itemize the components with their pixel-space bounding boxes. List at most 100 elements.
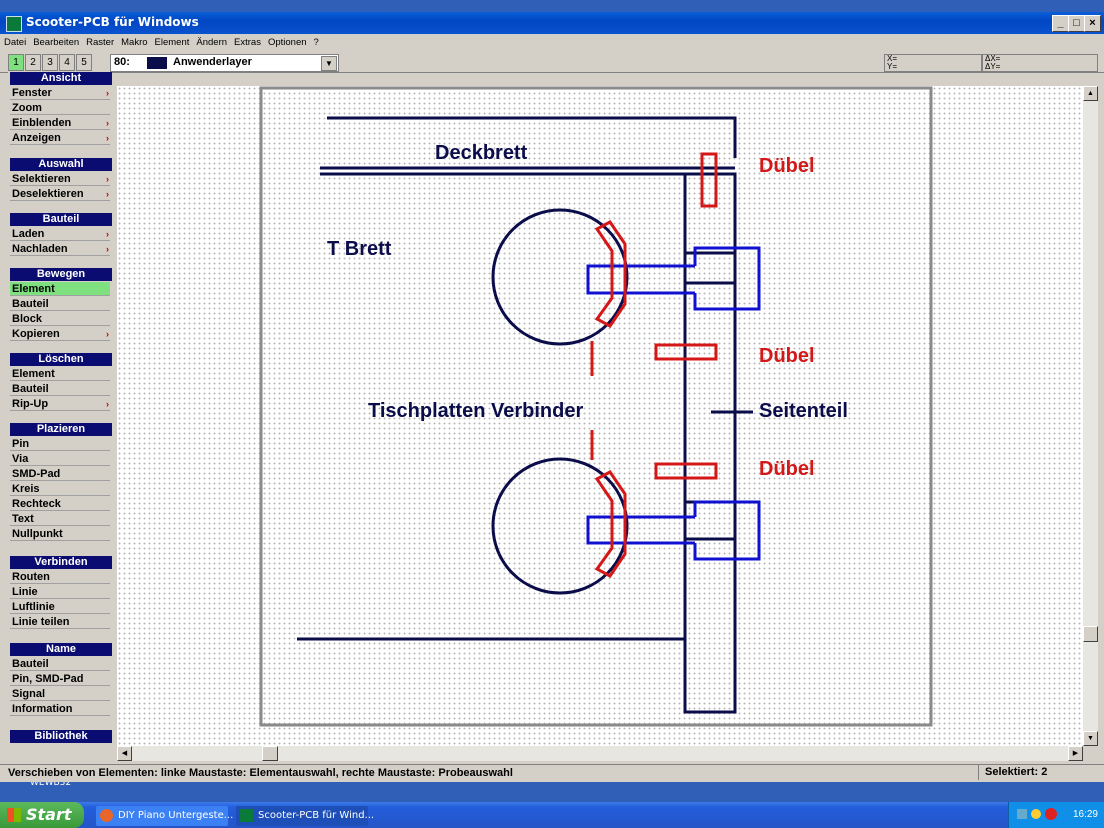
- desktop-icon-label[interactable]: WEWB32: [30, 778, 72, 788]
- cmd-information[interactable]: Information: [10, 702, 110, 716]
- label-seitenteil: Seitenteil: [759, 400, 848, 422]
- cmd-nachladen-label: Nachladen: [12, 243, 68, 255]
- cmd-text[interactable]: Text: [10, 512, 110, 526]
- layer-color-swatch: [147, 57, 167, 69]
- layer-select[interactable]: 80: Anwenderlayer ▼: [110, 54, 339, 72]
- cmd-move-bauteil[interactable]: Bauteil: [10, 297, 110, 311]
- cmd-selektieren[interactable]: Selektieren›: [10, 172, 110, 186]
- hscroll-thumb[interactable]: [262, 746, 278, 761]
- cmd-block[interactable]: Block: [10, 312, 110, 326]
- network-icon[interactable]: [1017, 809, 1027, 819]
- cmd-deselektieren-label: Deselektieren: [12, 188, 84, 200]
- menu-datei[interactable]: Datei: [4, 37, 27, 48]
- menu-extras[interactable]: Extras: [234, 37, 261, 48]
- cmd-name-pin-smd[interactable]: Pin, SMD-Pad: [10, 672, 110, 686]
- y-label: Y=: [887, 62, 898, 71]
- chevron-down-icon[interactable]: ▼: [321, 56, 337, 71]
- bolt-bottom-head: [693, 500, 761, 561]
- submenu-arrow-icon: ›: [106, 189, 109, 199]
- selection-count: Selektiert: 2: [978, 765, 1078, 780]
- tab-5[interactable]: 5: [76, 54, 92, 71]
- taskbar-item-browser[interactable]: DIY Piano Untergeste...: [96, 806, 233, 826]
- submenu-arrow-icon: ›: [106, 133, 109, 143]
- menu-raster[interactable]: Raster: [86, 37, 115, 48]
- cmd-delete-bauteil[interactable]: Bauteil: [10, 382, 110, 396]
- cmd-rechteck[interactable]: Rechteck: [10, 497, 110, 511]
- menu-bearbeiten[interactable]: Bearbeiten: [33, 37, 80, 48]
- menu-element[interactable]: Element: [154, 37, 190, 48]
- cmd-deselektieren[interactable]: Deselektieren ›: [10, 187, 110, 201]
- scroll-right-icon[interactable]: ▶: [1068, 746, 1083, 761]
- cmd-signal[interactable]: Signal: [10, 687, 110, 701]
- cmd-routen[interactable]: Routen: [10, 570, 110, 584]
- app-icon: [6, 16, 22, 32]
- scroll-up-icon[interactable]: ▲: [1083, 86, 1098, 101]
- section-name: Name: [10, 643, 112, 656]
- app-window: Scooter-PCB für Windows _ □ × Datei Bearb…: [0, 12, 1104, 782]
- x-label: X=: [887, 54, 898, 63]
- cmd-kreis[interactable]: Kreis: [10, 482, 110, 496]
- taskbar: Start DIY Piano Untergeste... Scooter-PC…: [0, 802, 1104, 828]
- circle-bottom: [491, 457, 629, 595]
- section-bauteil: Bauteil: [10, 213, 112, 226]
- label-t-brett: T Brett: [327, 238, 392, 260]
- cmd-einblenden[interactable]: Einblenden ›: [10, 116, 110, 130]
- cmd-via[interactable]: Via: [10, 452, 110, 466]
- cmd-nullpunkt[interactable]: Nullpunkt: [10, 527, 110, 541]
- windows-logo-icon: [7, 808, 21, 822]
- section-ansicht: Ansicht: [10, 72, 112, 85]
- cmd-luftlinie[interactable]: Luftlinie: [10, 600, 110, 614]
- menu-makro[interactable]: Makro: [121, 37, 148, 48]
- cmd-pin[interactable]: Pin: [10, 437, 110, 451]
- start-button[interactable]: Start: [0, 802, 84, 828]
- cmd-zoom[interactable]: Zoom: [10, 101, 110, 115]
- close-button[interactable]: ×: [1084, 15, 1101, 32]
- window-title: Scooter-PCB für Windows: [26, 15, 199, 29]
- horizontal-scrollbar[interactable]: ◀ ▶: [117, 746, 1083, 761]
- cmd-fenster[interactable]: Fenster›: [10, 86, 110, 100]
- submenu-arrow-icon: ›: [106, 118, 109, 128]
- volume-icon[interactable]: [1031, 809, 1041, 819]
- cmd-delete-element[interactable]: Element: [10, 367, 110, 381]
- tab-4[interactable]: 4: [59, 54, 75, 71]
- antivirus-icon[interactable]: [1045, 808, 1057, 820]
- tab-3[interactable]: 3: [42, 54, 58, 71]
- vscroll-thumb[interactable]: [1083, 626, 1098, 642]
- cmd-name-bauteil[interactable]: Bauteil: [10, 657, 110, 671]
- maximize-button[interactable]: □: [1068, 15, 1085, 32]
- vertical-scrollbar[interactable]: ▲ ▼: [1083, 86, 1098, 746]
- board-outline: [259, 86, 933, 727]
- menu-aendern[interactable]: Ändern: [196, 37, 228, 48]
- minimize-button[interactable]: _: [1052, 15, 1069, 32]
- cmd-ripup[interactable]: Rip-Up›: [10, 397, 110, 411]
- section-bibliothek[interactable]: Bibliothek: [10, 730, 112, 743]
- pcb-drawing: Deckbrett Dübel T Brett Dübel Tischplatt…: [259, 86, 933, 727]
- scroll-down-icon[interactable]: ▼: [1083, 731, 1098, 746]
- cmd-linie-teilen[interactable]: Linie teilen: [10, 615, 110, 629]
- taskbar-item-scooter[interactable]: Scooter-PCB für Wind...: [236, 806, 374, 826]
- bracket-top: [594, 220, 627, 328]
- cmd-ripup-label: Rip-Up: [12, 398, 49, 410]
- dowel-vertical: [700, 152, 718, 208]
- tab-2[interactable]: 2: [25, 54, 41, 71]
- browser-icon: [100, 809, 113, 822]
- title-bar[interactable]: Scooter-PCB für Windows _ □ ×: [0, 12, 1104, 34]
- menu-optionen[interactable]: Optionen: [267, 37, 307, 48]
- cmd-smdpad[interactable]: SMD-Pad: [10, 467, 110, 481]
- circle-top: [491, 208, 629, 346]
- scroll-left-icon[interactable]: ◀: [117, 746, 132, 761]
- drawing-canvas[interactable]: Deckbrett Dübel T Brett Dübel Tischplatt…: [117, 86, 1083, 746]
- status-bar: Verschieben von Elementen: linke Maustas…: [0, 764, 1104, 782]
- layer-name: Anwenderlayer: [173, 56, 252, 68]
- cmd-einblenden-label: Einblenden: [12, 117, 72, 129]
- cmd-anzeigen[interactable]: Anzeigen›: [10, 131, 110, 145]
- cmd-nachladen[interactable]: Nachladen›: [10, 242, 110, 256]
- cmd-linie[interactable]: Linie: [10, 585, 110, 599]
- cmd-laden[interactable]: Laden›: [10, 227, 110, 241]
- menu-help[interactable]: ?: [313, 37, 319, 48]
- cmd-kopieren[interactable]: Kopieren›: [10, 327, 110, 341]
- submenu-arrow-icon: ›: [106, 329, 109, 339]
- tab-1[interactable]: 1: [8, 54, 24, 71]
- clock: 16:29: [1072, 809, 1098, 820]
- cmd-move-element[interactable]: Element: [10, 282, 110, 296]
